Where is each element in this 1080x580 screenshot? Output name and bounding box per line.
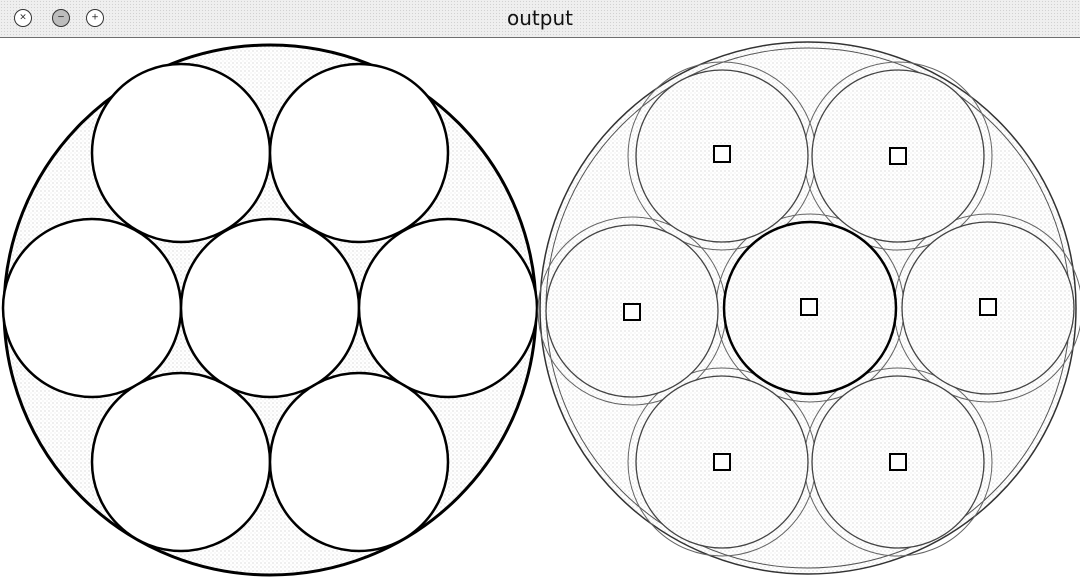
center-marker-center [800,298,818,316]
left-inner-circle-top-left [90,62,272,244]
center-marker-top-right [889,147,907,165]
minimize-icon: − [57,12,65,23]
left-inner-circle-bottom-right [268,371,450,553]
center-marker-middle-right [979,298,997,316]
minimize-window-button[interactable]: − [52,9,70,27]
image-canvas [0,38,1080,580]
zoom-icon: + [91,12,99,23]
left-inner-circle-middle-left [1,217,183,399]
zoom-window-button[interactable]: + [86,9,104,27]
right-circle-group [537,41,1080,575]
center-marker-bottom-left [713,453,731,471]
close-icon: × [19,12,27,23]
left-inner-circle-middle-right [357,217,539,399]
center-marker-top-left [713,145,731,163]
close-window-button[interactable]: × [14,9,32,27]
left-inner-circle-bottom-left [90,371,272,553]
circles-drawing [1,41,1080,577]
window-titlebar[interactable]: × − + output [0,0,1080,38]
left-inner-circle-top-right [268,62,450,244]
center-marker-bottom-right [889,453,907,471]
left-inner-circle-center [179,217,361,399]
left-circle-group [1,43,539,577]
window-title: output [507,6,573,30]
center-marker-middle-left [623,303,641,321]
